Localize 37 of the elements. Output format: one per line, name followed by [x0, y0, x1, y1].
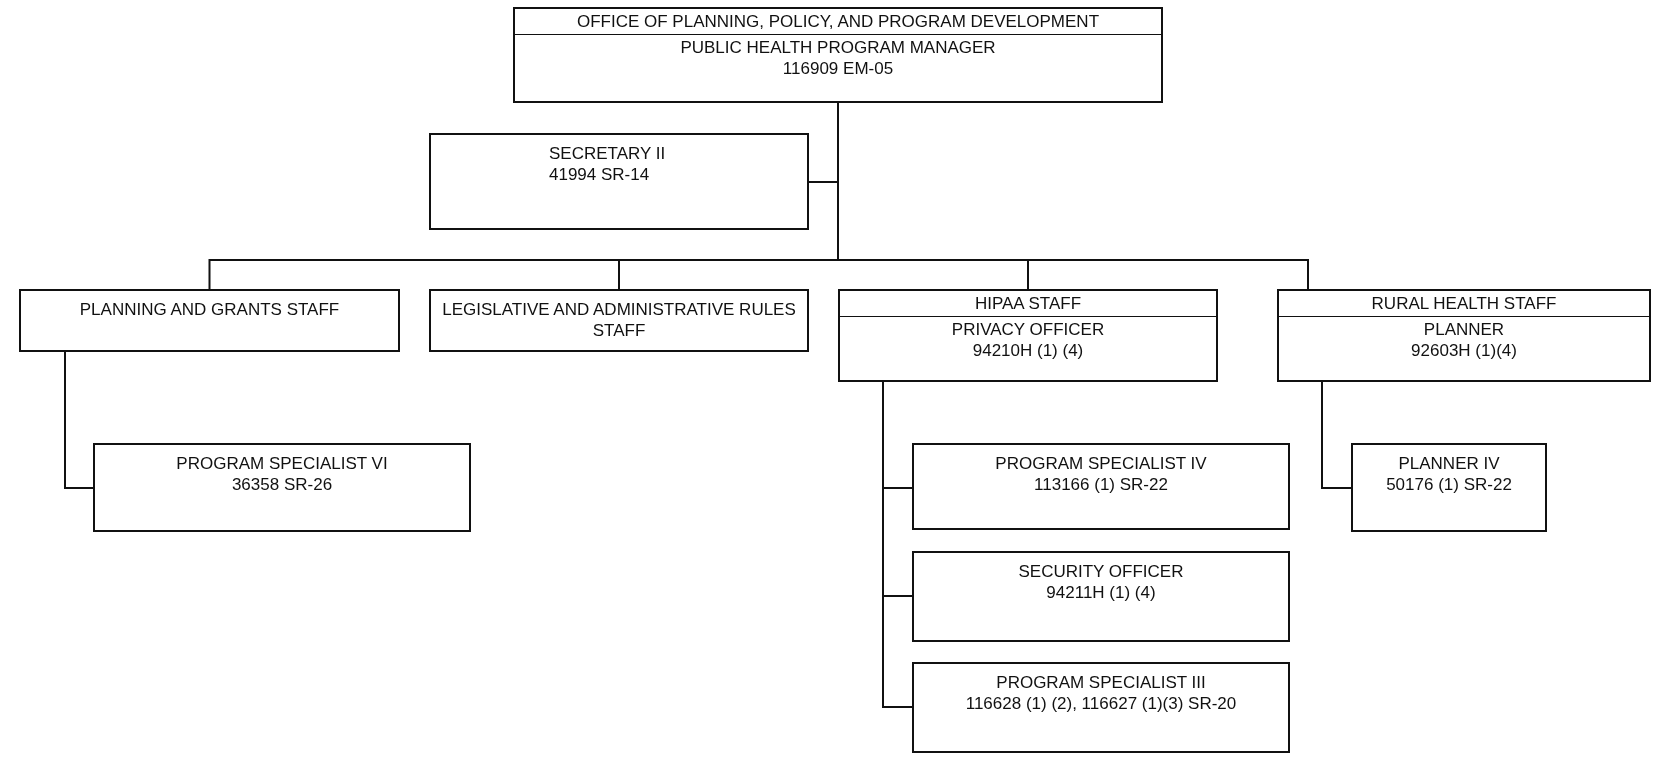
position-detail: 116909 EM-05 [781, 58, 895, 79]
staff-box [1277, 289, 1651, 382]
position-detail: PRIVACY OFFICER [950, 319, 1106, 340]
position-box [912, 551, 1290, 642]
position-box [429, 133, 809, 230]
position-box [429, 289, 809, 352]
position-detail: 92603H (1)(4) [1410, 340, 1518, 361]
position-detail: PUBLIC HEALTH PROGRAM MANAGER [679, 37, 997, 58]
position-box [93, 443, 471, 532]
position-title: SECRETARY II [548, 143, 667, 164]
position-title: PROGRAM SPECIALIST III [995, 672, 1207, 693]
box-heading: HIPAA STAFF [840, 291, 1216, 317]
position-box [912, 662, 1290, 753]
connector-line [1321, 381, 1352, 489]
box-heading: RURAL HEALTH STAFF [1279, 291, 1649, 317]
position-detail: 116628 (1) (2), 116627 (1)(3) SR-20 [964, 693, 1238, 714]
position-box [19, 289, 400, 352]
position-detail: PLANNER [1422, 319, 1506, 340]
position-detail: 94210H (1) (4) [971, 340, 1085, 361]
position-title: PROGRAM SPECIALIST VI [175, 453, 389, 474]
position-detail: 50176 (1) SR-22 [1385, 474, 1513, 495]
position-box [912, 443, 1290, 530]
position-box [1351, 443, 1547, 532]
position-title: PLANNER IV [1397, 453, 1501, 474]
staff-box [838, 289, 1218, 382]
connector-line [64, 351, 94, 489]
position-detail: 94211H (1) (4) [1045, 582, 1157, 603]
connector-line [882, 381, 913, 708]
position-title: LEGISLATIVE AND ADMINISTRATIVE RULES STAFF [441, 299, 797, 341]
staff-box [513, 7, 1163, 103]
position-detail: 41994 SR-14 [548, 164, 651, 185]
position-detail: 113166 (1) SR-22 [1033, 474, 1169, 495]
position-title: PROGRAM SPECIALIST IV [994, 453, 1208, 474]
position-detail: 36358 SR-26 [230, 474, 334, 495]
position-title: PLANNING AND GRANTS STAFF [78, 299, 341, 320]
box-heading: OFFICE OF PLANNING, POLICY, AND PROGRAM DEVELOPMENT [515, 9, 1161, 35]
position-title: SECURITY OFFICER [1017, 561, 1185, 582]
